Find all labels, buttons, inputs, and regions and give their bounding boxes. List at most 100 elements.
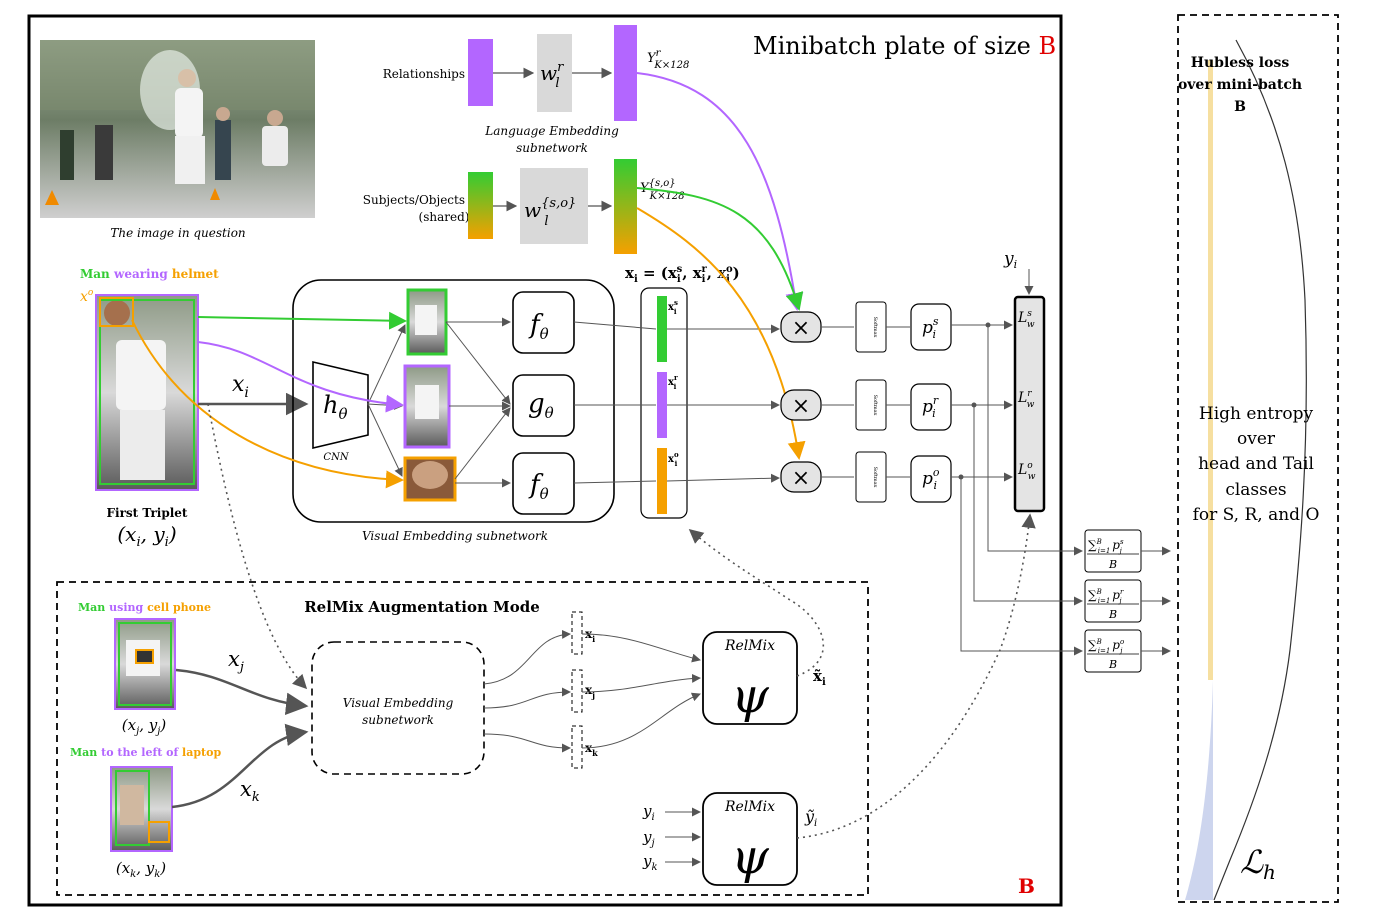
x-tilde-label: x̃i xyxy=(813,667,826,688)
y-i-input: yi xyxy=(642,802,655,823)
vec-xi-label: xi xyxy=(585,627,595,644)
triplet-2-text: Man using cell phone xyxy=(78,601,211,614)
xo-label: xo xyxy=(80,288,94,305)
h-theta-label: hθ xyxy=(323,391,348,423)
xj-label: xj xyxy=(228,647,244,675)
softmax-label-1: Softmax xyxy=(872,317,878,338)
x-r-vector xyxy=(657,372,667,438)
svg-text:B: B xyxy=(1108,608,1117,621)
relationships-vector xyxy=(468,39,493,106)
triplet-3-text: Man to the left of laptop xyxy=(70,746,221,759)
pair-k: (xk, yk) xyxy=(116,859,166,880)
p-s-box xyxy=(910,303,952,351)
hubless-title-2: over mini-batch xyxy=(1178,77,1302,93)
vec-xk-label: xk xyxy=(585,741,598,758)
crop-relation xyxy=(403,364,451,449)
yi-label: yi xyxy=(1003,249,1017,271)
y-k-input: yk xyxy=(642,852,658,873)
psi-label-2: ψ xyxy=(731,829,770,885)
vector-xj xyxy=(571,669,583,713)
x-o-vector xyxy=(657,448,667,514)
multiply-object: × xyxy=(780,461,822,493)
input-image xyxy=(40,40,315,218)
relmix-psi-box-x xyxy=(702,631,798,725)
p-o-box xyxy=(910,455,952,503)
y-tilde-label: ỹi xyxy=(804,807,817,829)
x-s-vector xyxy=(657,296,667,362)
svg-text:B: B xyxy=(1108,658,1117,671)
y-j-input: yj xyxy=(642,828,655,849)
multiply-subject: × xyxy=(780,311,822,343)
multiply-relation: × xyxy=(780,389,822,421)
hubless-panel xyxy=(1177,14,1339,903)
triplet-2-crop xyxy=(114,618,176,710)
xi-label: xi xyxy=(232,372,249,401)
vec-xj-label: xj xyxy=(585,683,595,700)
L-h-label: ℒh xyxy=(1240,843,1276,884)
cnn-trapezoid xyxy=(312,360,369,450)
first-triplet-pair: (xi, yi) xyxy=(117,522,176,550)
subjects-vector xyxy=(468,172,493,239)
y-so-vector xyxy=(614,159,637,254)
crop-subject xyxy=(406,288,448,356)
g-theta-label: gθ xyxy=(528,389,554,422)
softmax-object xyxy=(855,451,887,503)
xk-label: xk xyxy=(240,777,260,805)
hubless-head-bar xyxy=(1208,60,1213,680)
vector-xk xyxy=(571,725,583,769)
visual-caption: Visual Embedding subnetwork xyxy=(362,529,548,543)
minibatch-plate xyxy=(27,14,1063,907)
svg-text:B: B xyxy=(1108,558,1117,571)
triplet-text: Man wearing helmet xyxy=(80,267,219,281)
relmix-label-2: RelMix xyxy=(724,799,775,815)
entropy-line-4: classes xyxy=(1225,480,1286,500)
language-caption-1: Language Embedding xyxy=(484,124,619,138)
w-so-box xyxy=(520,168,588,244)
embedding-vectors-box xyxy=(640,287,688,519)
relationships-label: Relationships xyxy=(383,67,465,81)
w-so-label: w{s,o}l xyxy=(524,196,576,229)
relmix-title: RelMix Augmentation Mode xyxy=(304,598,540,616)
f-theta-box-subject xyxy=(512,291,575,354)
svg-text:×: × xyxy=(792,466,810,491)
triplet-3-crop xyxy=(110,766,173,852)
hubless-curve xyxy=(1213,39,1307,901)
svg-text:×: × xyxy=(792,394,810,419)
y-r-vector xyxy=(614,25,637,121)
svg-text:×: × xyxy=(792,316,810,341)
entropy-line-1: High entropy xyxy=(1199,404,1314,424)
triplet-crop-main xyxy=(95,294,199,491)
subjects-label-1: Subjects/Objects xyxy=(363,193,465,207)
hubless-tail-area xyxy=(1185,680,1213,900)
entropy-line-2: over xyxy=(1237,429,1276,449)
f-theta-box-object xyxy=(512,452,575,515)
softmax-relation xyxy=(855,379,887,431)
entropy-line-3: head and Tail xyxy=(1198,454,1314,474)
w-r-box xyxy=(537,34,572,112)
image-caption: The image in question xyxy=(110,226,245,240)
entropy-line-5: for S, R, and O xyxy=(1193,505,1320,525)
subjects-label-2: (shared) xyxy=(419,210,470,224)
relmix-psi-box-y xyxy=(702,792,798,886)
relmix-box xyxy=(56,581,869,896)
relmix-visual-label-1: Visual Embedding xyxy=(343,696,454,710)
softmax-label-3: Softmax xyxy=(872,467,878,488)
crop-object xyxy=(403,456,457,502)
visual-embedding-box xyxy=(292,279,615,523)
plate-corner-b: B xyxy=(1018,874,1035,898)
cnn-label: CNN xyxy=(323,452,349,463)
hubless-title-1: Hubless loss xyxy=(1191,55,1290,71)
